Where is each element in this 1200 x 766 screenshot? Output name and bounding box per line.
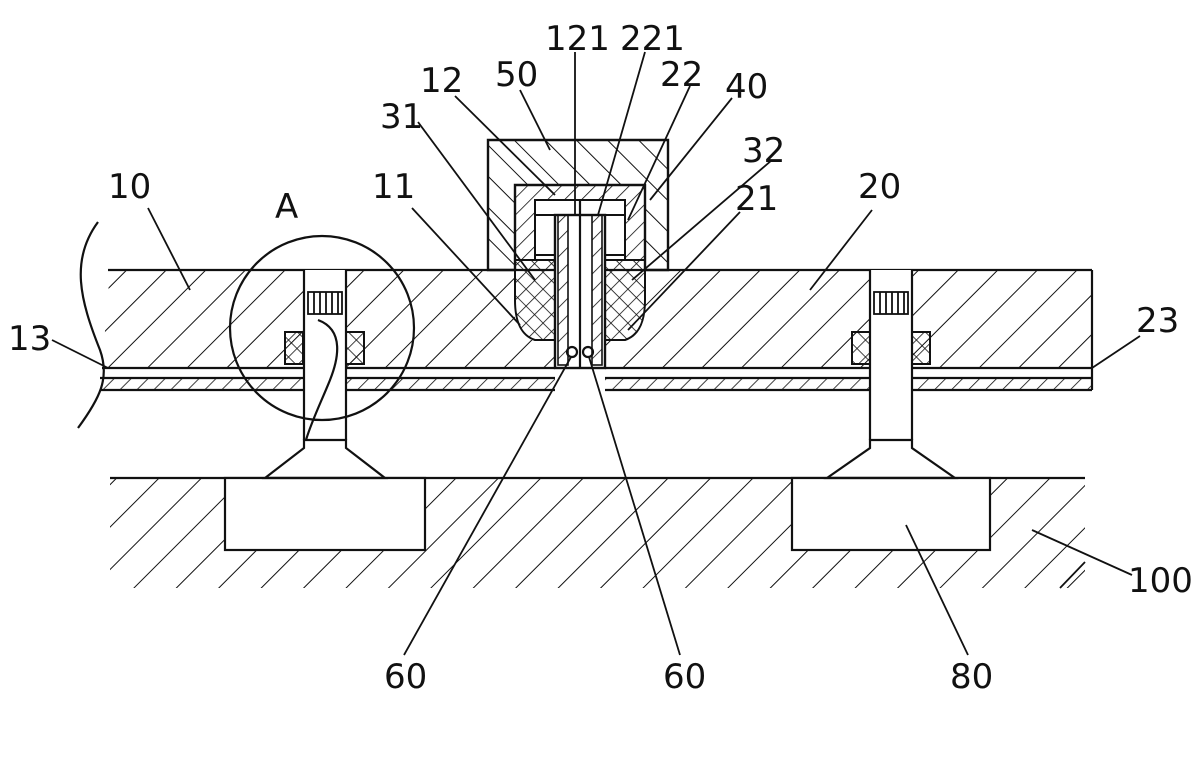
central-tube	[555, 200, 605, 368]
base-block-100	[110, 478, 1085, 588]
label-40: 40	[725, 67, 768, 107]
label-22: 22	[660, 55, 703, 95]
break-line-left	[78, 222, 104, 428]
label-10: 10	[108, 167, 151, 207]
label-80: 80	[950, 657, 993, 697]
label-12: 12	[420, 61, 463, 101]
label-31: 31	[380, 97, 423, 137]
label-32: 32	[742, 131, 785, 171]
label-60-right: 60	[663, 657, 706, 697]
label-221: 221	[620, 19, 685, 59]
label-11: 11	[372, 167, 415, 207]
label-a: A	[275, 187, 298, 227]
label-20: 20	[858, 167, 901, 207]
label-60-left: 60	[384, 657, 427, 697]
label-121: 121	[545, 19, 610, 59]
label-23: 23	[1136, 301, 1179, 341]
label-21: 21	[735, 179, 778, 219]
label-100: 100	[1128, 561, 1193, 601]
label-13: 13	[8, 319, 51, 359]
label-50: 50	[495, 55, 538, 95]
